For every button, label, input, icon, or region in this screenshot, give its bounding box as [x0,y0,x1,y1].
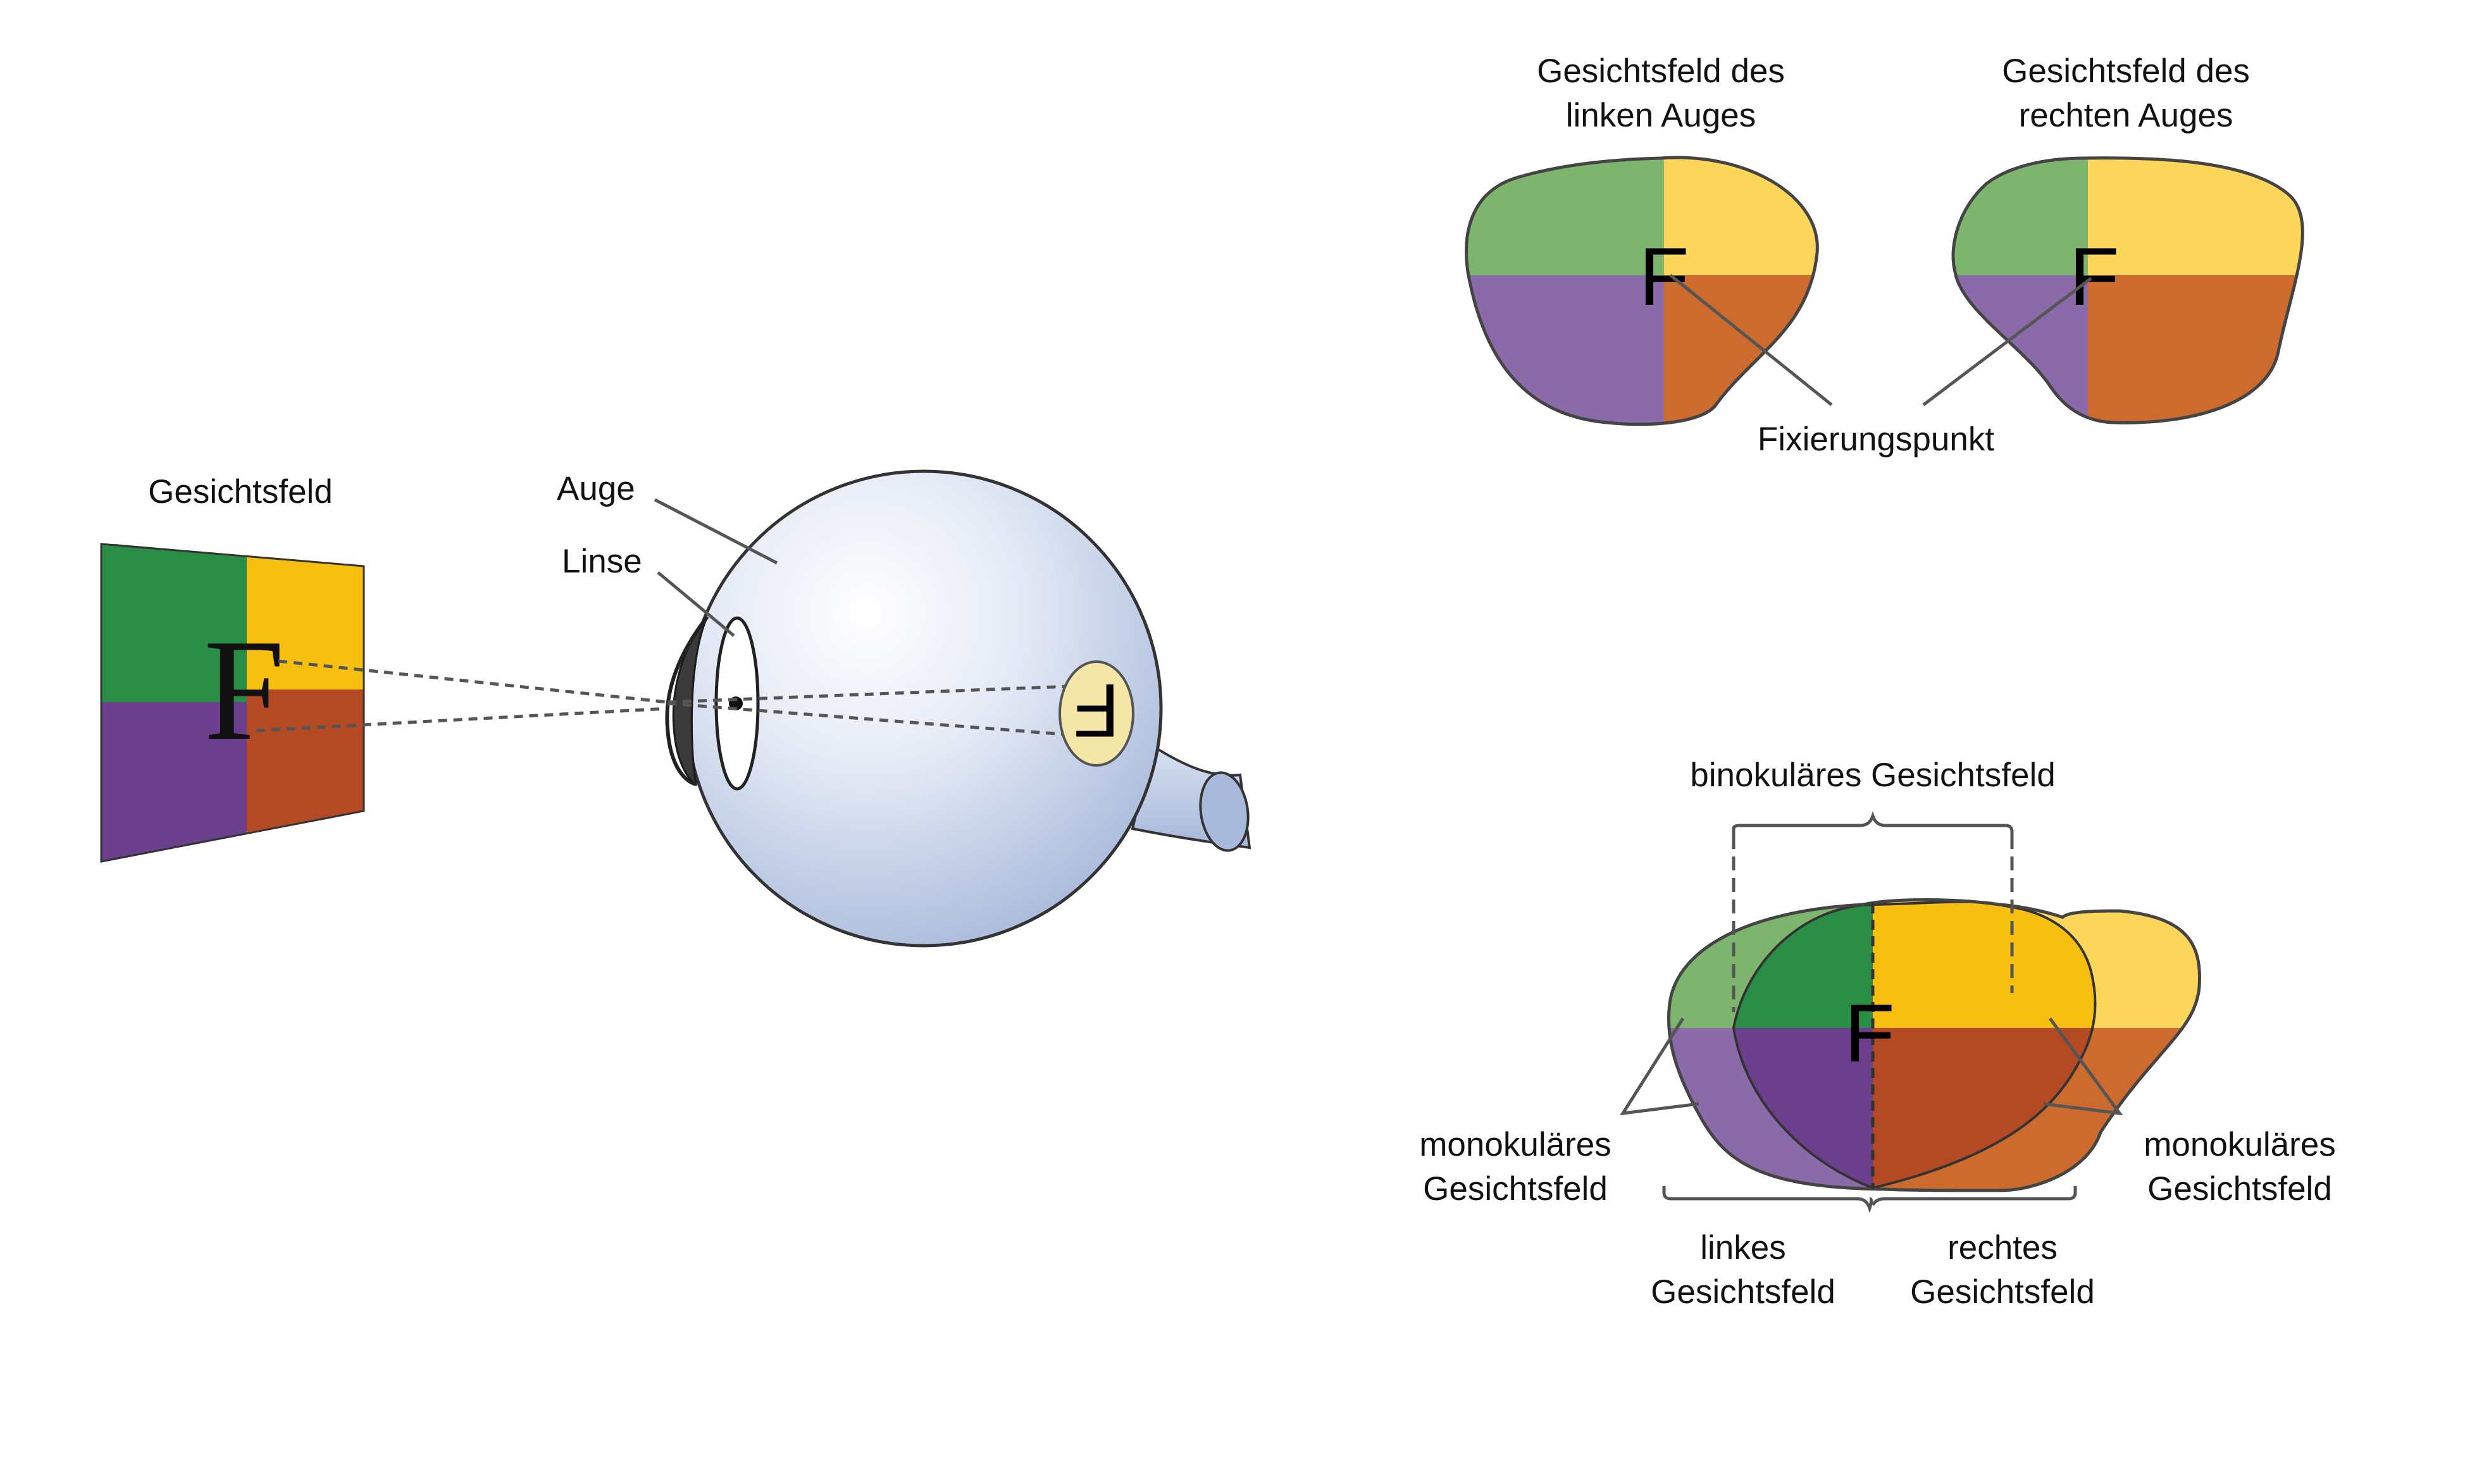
field-braces: linkes Gesichtsfeld rechtes Gesichtsfeld [1651,1186,2095,1311]
field-label: Gesichtsfeld [148,473,333,510]
left-eye-title-line1: Gesichtsfeld des [1537,53,1785,90]
card-upper-right [247,544,364,702]
right-eye-outline [1951,156,2304,424]
card-outline [100,543,365,863]
eye-label: Auge [557,470,635,507]
fixation-leader-left [1669,274,1833,406]
right-eye-upper-right [2088,158,2303,275]
visual-field-card: F Gesichtsfeld [100,473,365,873]
right-eye-title-line2: rechten Auges [2019,97,2233,134]
projection-rays [256,659,668,733]
field-letter-f: F [204,609,285,770]
card-mask-top [101,538,364,566]
card-mask-bottom [101,811,364,873]
right-eye-title-line1: Gesichtsfeld des [2002,53,2250,90]
left-field-brace [1662,1186,1873,1213]
ray-lower [256,707,668,733]
internal-ray-upper [667,683,1102,704]
fixation-label: Fixierungspunkt [1758,421,1994,458]
optic-nerve-end [1199,771,1250,852]
fixation-leader-right [1922,277,2092,406]
right-field-line1: rechtes [1947,1229,2058,1266]
binocular-field: F [1667,898,2201,1192]
mono-left-leader [1620,1017,1699,1116]
mono-right-line2: Gesichtsfeld [2147,1170,2332,1208]
left-eye-upper-left [1466,158,1664,275]
left-eye-letter-f: F [1639,230,1689,323]
left-eye-lower-left [1466,275,1664,424]
mono-left-line1: monokuläres [1419,1126,1611,1163]
eye-labels: Auge Linse [557,470,778,637]
left-field-line2: Gesichtsfeld [1651,1273,1835,1311]
left-eye-outline [1465,156,1819,426]
retina-image [1059,660,1134,767]
left-field-line1: linkes [1700,1229,1786,1266]
right-eye-lower-left [1953,275,2088,423]
ray-upper [278,659,668,704]
binocular-brace [1732,811,2014,835]
card-upper-left [101,544,247,702]
mono-right-line1: monokuläres [2144,1126,2335,1163]
monocular-callouts: monokuläres Gesichtsfeld monokuläres Ges… [1419,1017,2336,1208]
mono-left-line2: Gesichtsfeld [1423,1170,1608,1208]
fixation-callout: Fixierungspunkt [1669,274,2092,458]
right-eye-letter-f: F [2069,230,2119,323]
binocular-bracket: binokuläres Gesichtsfeld [1690,757,2056,1012]
retina-letter-f: F [1073,668,1119,753]
right-field-line2: Gesichtsfeld [1910,1273,2095,1311]
binocular-letter-f: F [1844,987,1894,1079]
left-eye-title-line2: linken Auges [1566,97,1756,134]
right-eye-field: F Gesichtsfeld des rechten Auges [1951,53,2304,424]
right-field-brace [1871,1186,2077,1206]
lens-leader [657,571,735,637]
eyeball: F [665,469,1251,948]
lens-label: Linse [562,543,642,580]
internal-ray-lower [667,702,1098,739]
left-eye-field: F Gesichtsfeld des linken Auges [1465,53,1819,426]
mono-right-leader [2043,1017,2123,1116]
eye-leader [654,498,778,565]
binocular-label: binokuläres Gesichtsfeld [1690,757,2055,794]
binocular-outer-outline [1667,898,2201,1192]
cornea [665,615,709,786]
